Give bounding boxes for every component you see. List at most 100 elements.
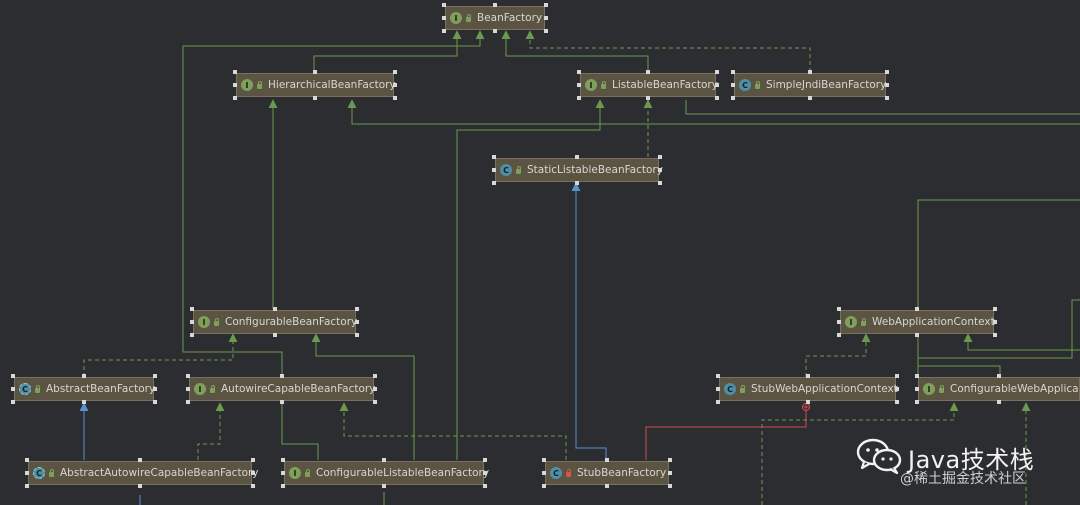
resize-handle[interactable] bbox=[915, 333, 919, 337]
resize-handle[interactable] bbox=[25, 458, 29, 462]
resize-handle[interactable] bbox=[493, 3, 497, 7]
resize-handle[interactable] bbox=[138, 458, 142, 462]
node-listablebeanfactory[interactable]: I ListableBeanFactory bbox=[580, 73, 718, 97]
node-simplejndibeanfactory[interactable]: C SimpleJndiBeanFactory bbox=[734, 73, 886, 97]
resize-handle[interactable] bbox=[997, 374, 1001, 378]
resize-handle[interactable] bbox=[355, 333, 359, 337]
resize-handle[interactable] bbox=[542, 458, 546, 462]
resize-handle[interactable] bbox=[885, 96, 889, 100]
resize-handle[interactable] bbox=[251, 471, 255, 475]
resize-handle[interactable] bbox=[805, 374, 810, 378]
resize-handle[interactable] bbox=[997, 400, 1001, 404]
resize-handle[interactable] bbox=[442, 3, 446, 7]
node-configurablebeanfactory[interactable]: I ConfigurableBeanFactory bbox=[193, 310, 357, 334]
resize-handle[interactable] bbox=[279, 400, 284, 404]
resize-handle[interactable] bbox=[658, 181, 662, 185]
resize-handle[interactable] bbox=[575, 181, 579, 185]
node-webapplicationcontext[interactable]: I WebApplicationContext bbox=[840, 310, 995, 334]
resize-handle[interactable] bbox=[542, 484, 546, 488]
node-hierarchicalbeanfactory[interactable]: I HierarchicalBeanFactory bbox=[236, 73, 396, 97]
resize-handle[interactable] bbox=[279, 374, 284, 378]
resize-handle[interactable] bbox=[11, 400, 15, 404]
resize-handle[interactable] bbox=[251, 484, 255, 488]
resize-handle[interactable] bbox=[186, 387, 190, 391]
resize-handle[interactable] bbox=[281, 484, 285, 488]
resize-handle[interactable] bbox=[281, 458, 285, 462]
resize-handle[interactable] bbox=[993, 320, 997, 324]
resize-handle[interactable] bbox=[716, 374, 720, 378]
node-configurablelistablebeanfactory[interactable]: I ConfigurableListableBeanFactory bbox=[284, 461, 489, 485]
resize-handle[interactable] bbox=[442, 29, 446, 33]
resize-handle[interactable] bbox=[895, 400, 899, 404]
resize-handle[interactable] bbox=[716, 400, 720, 404]
resize-handle[interactable] bbox=[393, 70, 397, 74]
resize-handle[interactable] bbox=[605, 484, 609, 488]
resize-handle[interactable] bbox=[885, 70, 889, 74]
resize-handle[interactable] bbox=[373, 387, 377, 391]
resize-handle[interactable] bbox=[153, 374, 157, 378]
resize-handle[interactable] bbox=[646, 96, 650, 100]
resize-handle[interactable] bbox=[393, 83, 397, 87]
resize-handle[interactable] bbox=[251, 458, 255, 462]
resize-handle[interactable] bbox=[805, 400, 810, 404]
resize-handle[interactable] bbox=[837, 333, 841, 337]
resize-handle[interactable] bbox=[11, 374, 15, 378]
resize-handle[interactable] bbox=[82, 400, 86, 404]
resize-handle[interactable] bbox=[82, 374, 86, 378]
resize-handle[interactable] bbox=[895, 374, 899, 378]
resize-handle[interactable] bbox=[483, 458, 487, 462]
resize-handle[interactable] bbox=[442, 16, 446, 20]
resize-handle[interactable] bbox=[190, 333, 194, 337]
resize-handle[interactable] bbox=[808, 70, 812, 74]
node-stubwebapplicationcontext[interactable]: C StubWebApplicationContext bbox=[719, 377, 898, 401]
resize-handle[interactable] bbox=[895, 387, 899, 391]
resize-handle[interactable] bbox=[393, 96, 397, 100]
resize-handle[interactable] bbox=[716, 387, 720, 391]
resize-handle[interactable] bbox=[373, 400, 377, 404]
resize-handle[interactable] bbox=[373, 374, 377, 378]
resize-handle[interactable] bbox=[837, 320, 841, 324]
resize-handle[interactable] bbox=[233, 96, 237, 100]
resize-handle[interactable] bbox=[808, 96, 812, 100]
resize-handle[interactable] bbox=[138, 484, 142, 488]
resize-handle[interactable] bbox=[915, 400, 919, 404]
resize-handle[interactable] bbox=[668, 484, 672, 488]
node-beanfactory[interactable]: I BeanFactory bbox=[445, 6, 545, 30]
resize-handle[interactable] bbox=[915, 387, 919, 391]
resize-handle[interactable] bbox=[668, 458, 672, 462]
node-staticlistablebeanfactory[interactable]: C StaticListableBeanFactory bbox=[495, 158, 663, 182]
resize-handle[interactable] bbox=[731, 83, 735, 87]
node-configurablewebapplicationcontext[interactable]: I ConfigurableWebApplicati bbox=[918, 377, 1080, 401]
resize-handle[interactable] bbox=[544, 16, 548, 20]
resize-handle[interactable] bbox=[658, 168, 662, 172]
resize-handle[interactable] bbox=[25, 471, 29, 475]
resize-handle[interactable] bbox=[492, 168, 496, 172]
resize-handle[interactable] bbox=[658, 155, 662, 159]
resize-handle[interactable] bbox=[492, 181, 496, 185]
resize-handle[interactable] bbox=[731, 70, 735, 74]
node-abstractautowirecapablebeanfactory[interactable]: C AbstractAutowireCapableBeanFactory bbox=[28, 461, 259, 485]
resize-handle[interactable] bbox=[915, 374, 919, 378]
resize-handle[interactable] bbox=[715, 83, 719, 87]
resize-handle[interactable] bbox=[837, 307, 841, 311]
resize-handle[interactable] bbox=[355, 307, 359, 311]
resize-handle[interactable] bbox=[25, 484, 29, 488]
resize-handle[interactable] bbox=[153, 387, 157, 391]
resize-handle[interactable] bbox=[915, 307, 919, 311]
resize-handle[interactable] bbox=[577, 83, 581, 87]
resize-handle[interactable] bbox=[575, 155, 579, 159]
resize-handle[interactable] bbox=[885, 83, 889, 87]
resize-handle[interactable] bbox=[382, 458, 386, 462]
resize-handle[interactable] bbox=[731, 96, 735, 100]
resize-handle[interactable] bbox=[186, 400, 190, 404]
resize-handle[interactable] bbox=[605, 458, 609, 462]
resize-handle[interactable] bbox=[577, 70, 581, 74]
resize-handle[interactable] bbox=[281, 471, 285, 475]
resize-handle[interactable] bbox=[272, 307, 277, 311]
resize-handle[interactable] bbox=[542, 471, 546, 475]
resize-handle[interactable] bbox=[715, 96, 719, 100]
resize-handle[interactable] bbox=[153, 400, 157, 404]
resize-handle[interactable] bbox=[313, 70, 317, 74]
resize-handle[interactable] bbox=[544, 29, 548, 33]
resize-handle[interactable] bbox=[993, 333, 997, 337]
